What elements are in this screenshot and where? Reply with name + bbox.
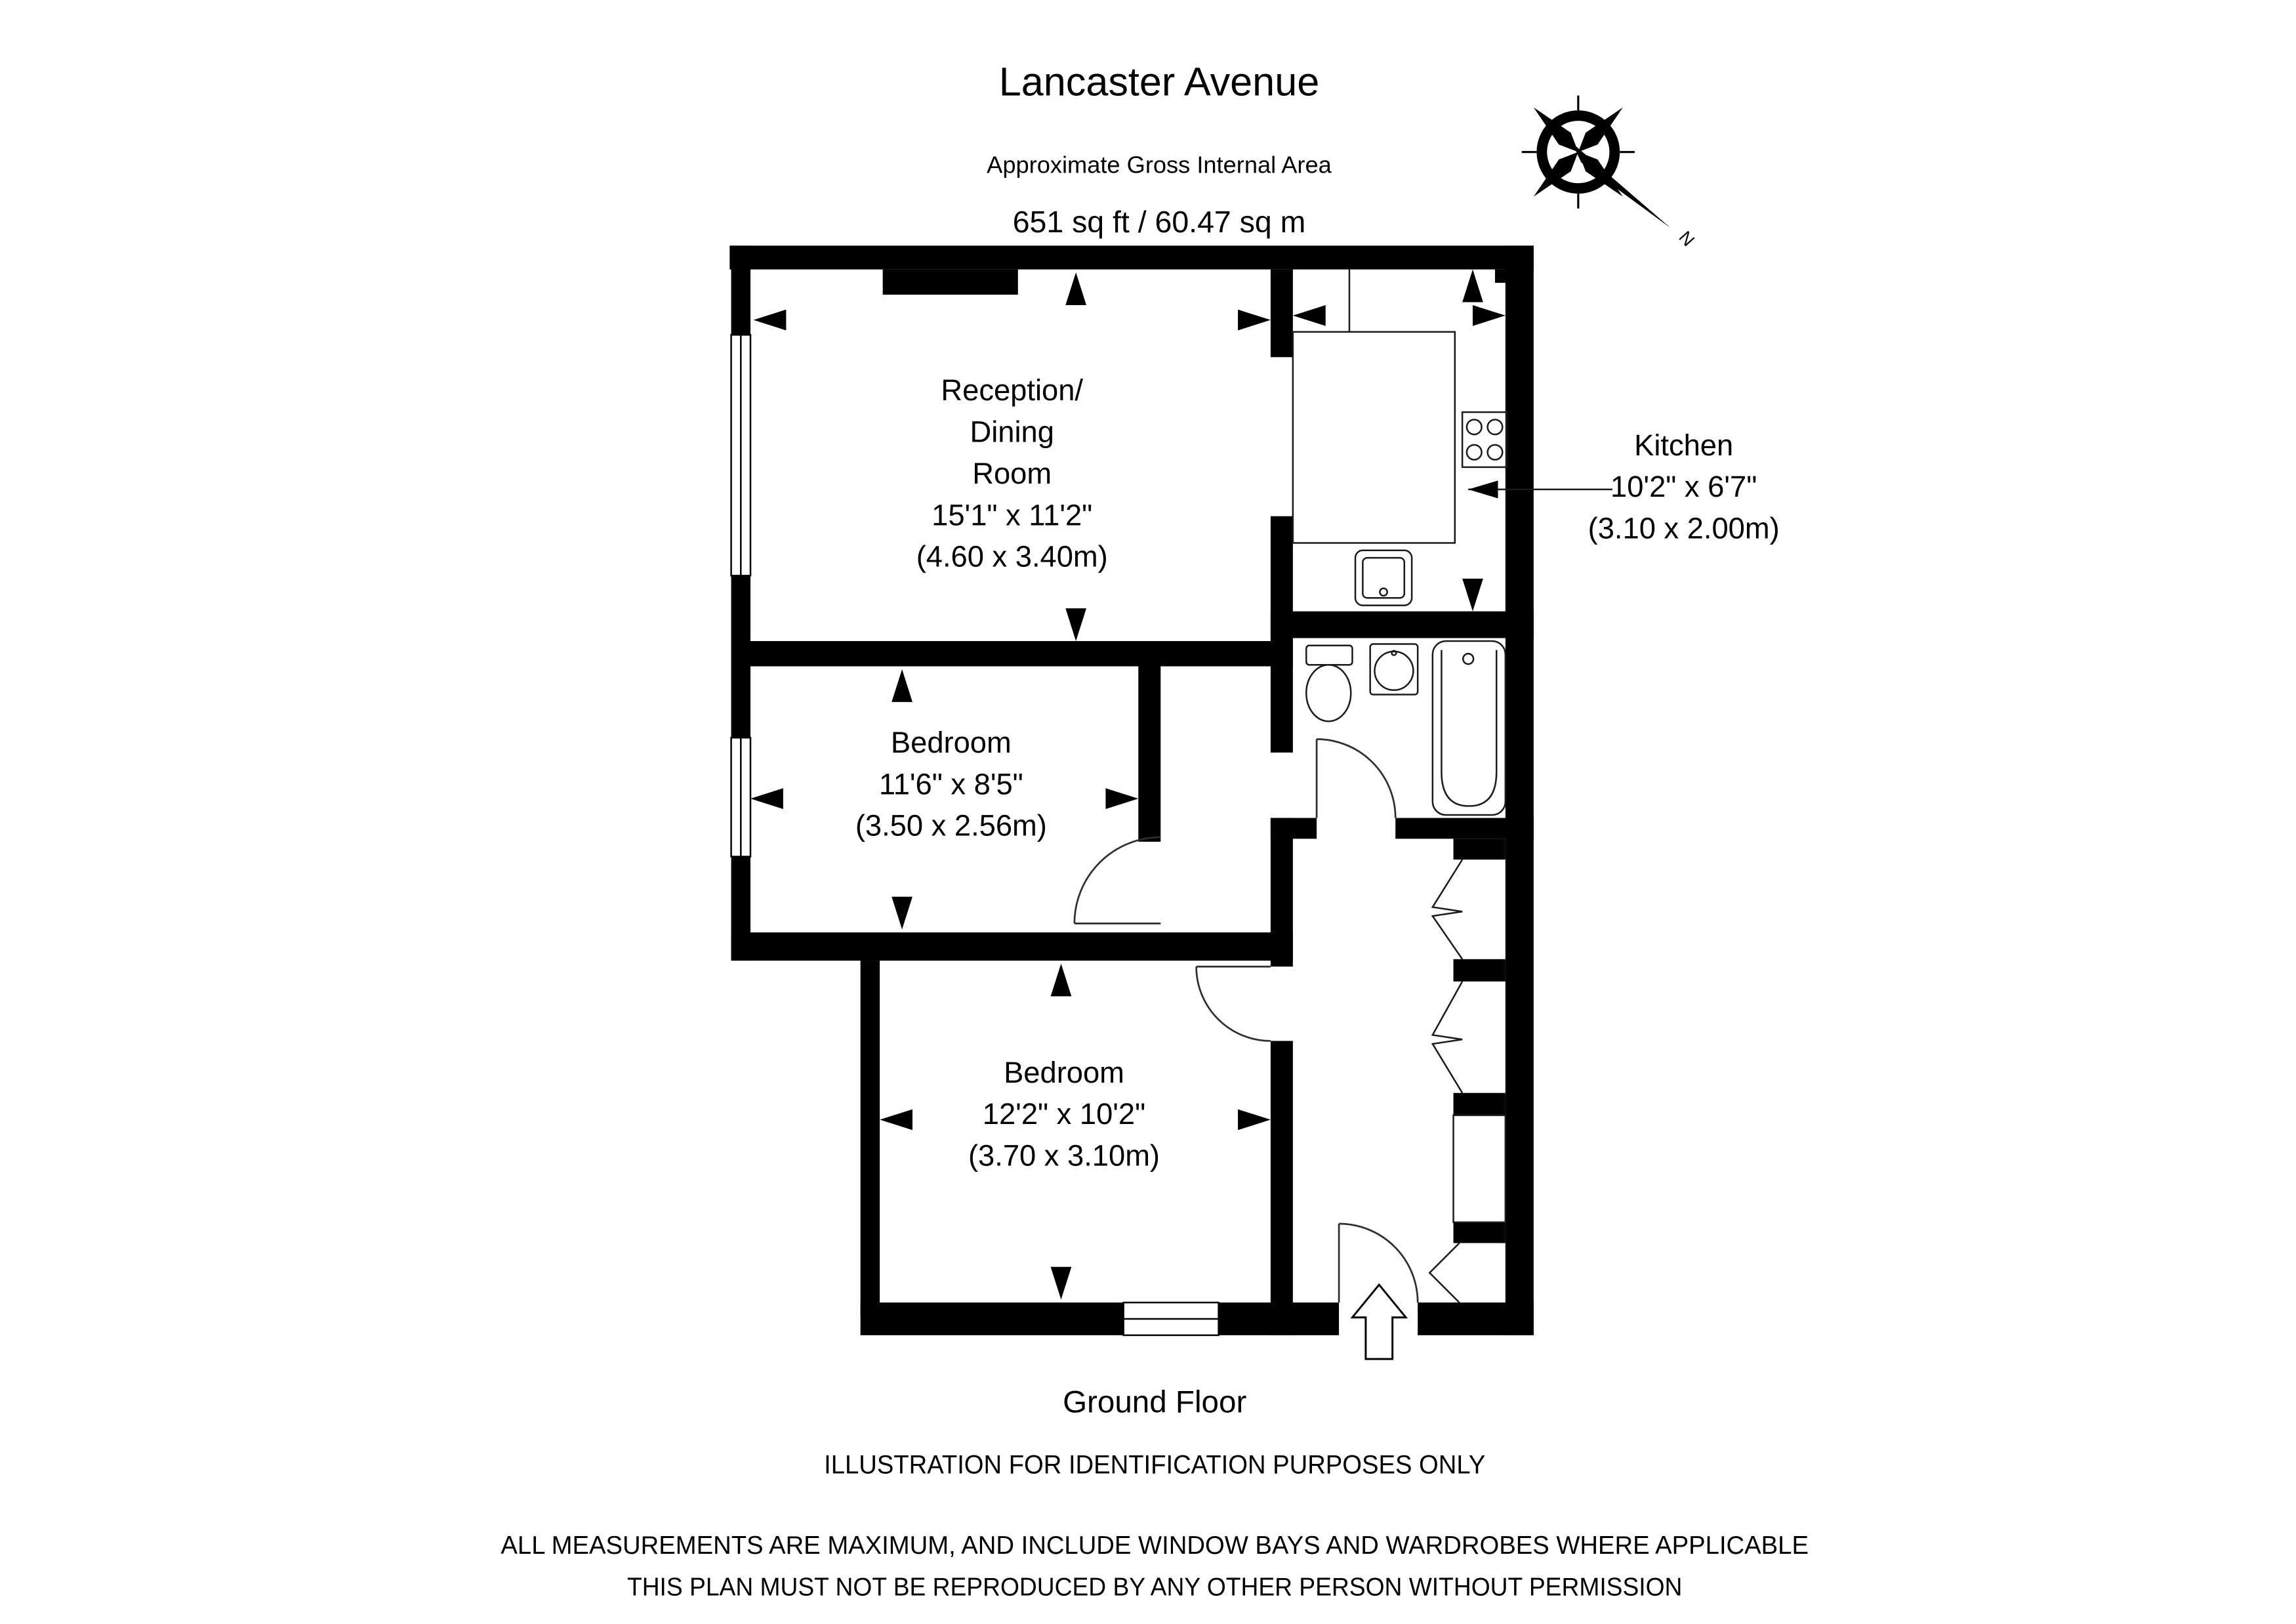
disclaimer-reproduction: THIS PLAN MUST NOT BE REPRODUCED BY ANY … <box>627 1573 1682 1601</box>
reception-dims-metric: (4.60 x 3.40m) <box>916 540 1108 573</box>
arrow-reception-north <box>1065 272 1086 306</box>
bedroom1-name: Bedroom <box>891 726 1012 759</box>
cupboard-stub-2 <box>1453 959 1506 982</box>
compass-needle <box>1572 143 1671 228</box>
arrow-reception-west <box>753 309 787 331</box>
reception-name-2: Dining <box>970 415 1054 448</box>
kitchen-name: Kitchen <box>1634 428 1733 462</box>
arrow-kitchen-west <box>1292 305 1326 326</box>
kitchen-leader-line <box>1468 480 1612 499</box>
bedroom2-label: Bedroom 12'2" x 10'2" (3.70 x 3.10m) <box>968 1056 1160 1173</box>
compass-rose-icon: N <box>1521 95 1699 250</box>
wall-divider-stub <box>1270 269 1293 358</box>
area-value: 651 sq ft / 60.47 sq m <box>1013 205 1306 239</box>
bathtub-icon <box>1431 640 1507 816</box>
measurement-arrows <box>750 269 1506 1300</box>
compass-ring <box>1536 110 1620 194</box>
bedroom2-name: Bedroom <box>1004 1056 1124 1089</box>
bedroom2-window <box>1122 1301 1220 1337</box>
bedroom1-dims-metric: (3.50 x 2.56m) <box>855 809 1047 843</box>
wall-right <box>1505 245 1534 1335</box>
wall-central-mid <box>1270 818 1293 967</box>
hall-cupboards <box>1428 859 1507 1303</box>
wall-left-1 <box>731 245 751 335</box>
arrow-bedroom1-south <box>892 896 912 930</box>
arrow-reception-south <box>1065 608 1086 641</box>
disclaimer-identification: ILLUSTRATION FOR IDENTIFICATION PURPOSES… <box>824 1451 1485 1480</box>
hob-icon <box>1461 411 1508 468</box>
bedroom2-door <box>1195 965 1271 1042</box>
bedroom1-label: Bedroom 11'6" x 8'5" (3.50 x 2.56m) <box>855 726 1047 843</box>
wall-bottom-3 <box>1418 1302 1534 1335</box>
sink-icon <box>1354 549 1413 606</box>
basin-icon <box>1369 643 1419 696</box>
disclaimer-measurements: ALL MEASUREMENTS ARE MAXIMUM, AND INCLUD… <box>501 1531 1809 1560</box>
kitchen-dims-metric: (3.10 x 2.00m) <box>1588 512 1780 545</box>
wall-kitchen-bathroom <box>1270 611 1534 638</box>
cupboard-recess <box>1452 1114 1507 1223</box>
entrance-arrow-icon <box>1350 1283 1408 1360</box>
wall-bedroom2-west <box>860 961 880 1318</box>
kitchen-dims-imperial: 10'2" x 6'7" <box>1610 470 1757 503</box>
wall-left-2 <box>731 575 751 738</box>
kitchen-counter <box>1292 331 1456 544</box>
doors <box>1073 738 1419 1303</box>
bathroom-door <box>1315 738 1397 818</box>
bedroom2-dims-metric: (3.70 x 3.10m) <box>968 1139 1160 1173</box>
cupboard-stub-1 <box>1453 839 1506 860</box>
compass-north-label: N <box>1675 227 1698 250</box>
reception-label: Reception/ Dining Room 15'1" x 11'2" (4.… <box>916 373 1108 573</box>
wall-bedroom1-bedroom2 <box>731 932 1293 961</box>
reception-dims-imperial: 15'1" x 11'2" <box>932 498 1092 531</box>
toilet-icon <box>1305 644 1353 722</box>
bedroom1-window <box>730 736 752 858</box>
kitchen-label: Kitchen 10'2" x 6'7" (3.10 x 2.00m) <box>1588 428 1780 545</box>
arrow-bedroom2-north <box>1050 963 1072 997</box>
wall-central-lower <box>1270 1041 1293 1335</box>
arrow-bedroom2-west <box>880 1109 912 1131</box>
arrow-reception-east <box>1238 309 1271 331</box>
cupboard-folding-door-3 <box>1428 1242 1460 1303</box>
floor-label: Ground Floor <box>1063 1385 1246 1420</box>
wall-reception-bedroom1 <box>750 640 1293 667</box>
header: Lancaster Avenue Approximate Gross Inter… <box>987 60 1332 239</box>
footer: Ground Floor ILLUSTRATION FOR IDENTIFICA… <box>501 1385 1809 1602</box>
bedroom2-dims-imperial: 12'2" x 10'2" <box>983 1097 1145 1131</box>
wall-top-chimney <box>882 269 1018 295</box>
reception-name-3: Room <box>972 457 1052 490</box>
page-title: Lancaster Avenue <box>999 60 1320 104</box>
cupboard-stub-3 <box>1453 1093 1506 1115</box>
arrow-kitchen-south <box>1462 578 1483 612</box>
arrow-bedroom1-east <box>1105 788 1139 809</box>
kitchen-fixtures <box>1292 269 1612 606</box>
wall-central-upper <box>1270 516 1293 753</box>
reception-window <box>730 334 752 577</box>
arrow-bedroom1-north <box>892 669 912 702</box>
room-labels: Reception/ Dining Room 15'1" x 11'2" (4.… <box>855 373 1780 1173</box>
arrow-kitchen-east <box>1472 305 1506 326</box>
wall-top <box>729 245 1534 270</box>
reception-name-1: Reception/ <box>941 373 1083 407</box>
bathroom-fixtures <box>1305 640 1507 816</box>
wall-bedroom1-east <box>1138 666 1161 842</box>
bedroom1-door <box>1073 836 1161 925</box>
cupboard-folding-door-2 <box>1431 981 1464 1094</box>
wall-bottom-1 <box>860 1302 1124 1335</box>
walls <box>729 245 1534 1335</box>
cupboard-stub-4 <box>1453 1222 1506 1243</box>
wall-bathroom-bottom-right <box>1395 818 1534 839</box>
subtitle: Approximate Gross Internal Area <box>987 151 1332 178</box>
windows <box>730 334 1220 1337</box>
entrance-door <box>1338 1222 1419 1303</box>
arrow-bedroom1-west <box>750 788 783 809</box>
arrow-bedroom2-south <box>1050 1266 1072 1300</box>
bedroom1-dims-imperial: 11'6" x 8'5" <box>879 767 1023 801</box>
arrow-kitchen-north <box>1462 269 1483 302</box>
cupboard-folding-door-1 <box>1431 859 1464 960</box>
arrow-bedroom2-east <box>1238 1109 1271 1131</box>
